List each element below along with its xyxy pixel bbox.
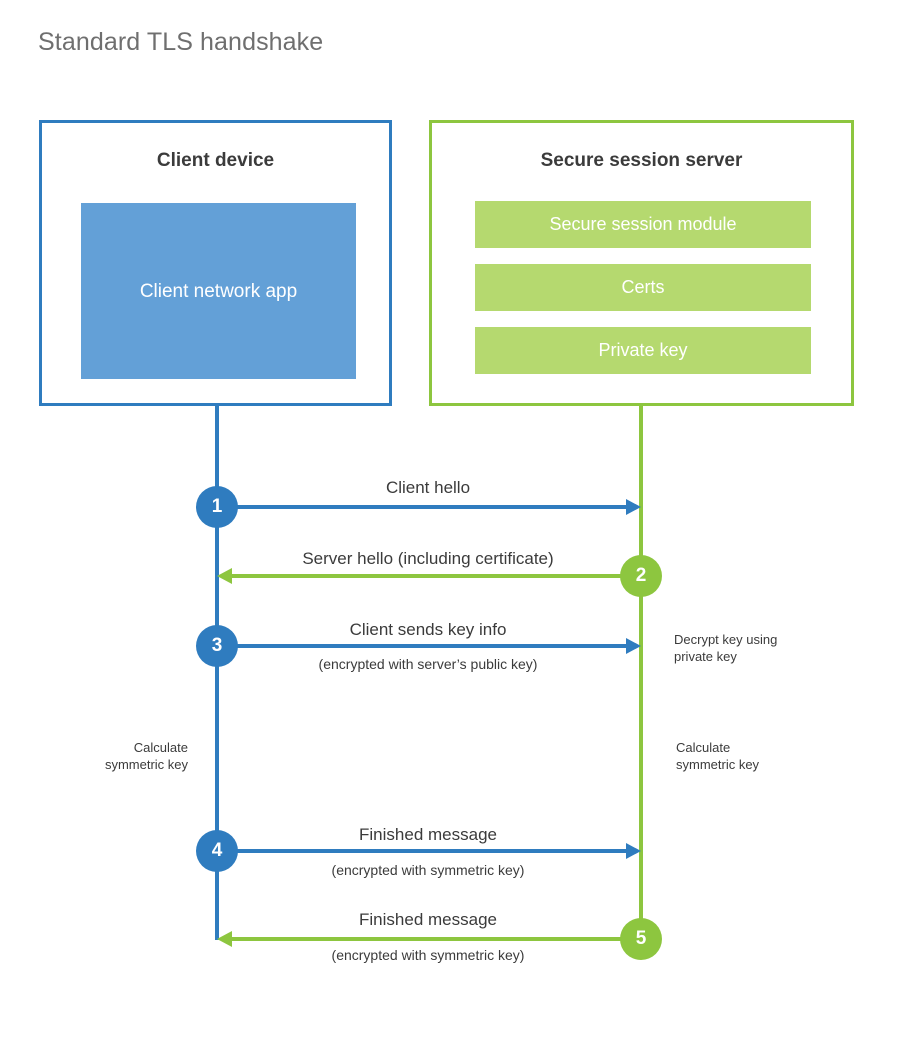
message-label-step-3: Client sends key info — [349, 620, 507, 639]
server-module-secure-session-module: Secure session module — [475, 201, 811, 248]
client-device-box: Client device Client network app — [39, 120, 392, 406]
arrow-step-4 — [217, 843, 641, 859]
note-calculate-symmetric-key-server: Calculate symmetric key — [676, 740, 760, 772]
step-circle-1[interactable]: 1 — [196, 486, 238, 528]
arrow-step-3 — [217, 638, 641, 654]
client-network-app-block: Client network app — [81, 203, 356, 379]
client-device-title: Client device — [156, 150, 275, 171]
note-decrypt-key: Decrypt key using private key — [674, 632, 778, 664]
message-sublabel-step-3: (encrypted with server’s public key) — [318, 656, 538, 672]
step-circle-4[interactable]: 4 — [196, 830, 238, 872]
secure-session-server-title: Secure session server — [540, 150, 743, 171]
message-sublabel-step-5: (encrypted with symmetric key) — [331, 947, 525, 963]
server-module-certs: Certs — [475, 264, 811, 311]
arrow-step-1 — [217, 499, 641, 515]
page-title: Standard TLS handshake — [38, 28, 324, 56]
arrow-step-5 — [217, 931, 641, 947]
step-circle-2[interactable]: 2 — [620, 555, 662, 597]
note-calculate-symmetric-key-client: Calculate symmetric key — [104, 740, 188, 772]
secure-session-server-box: Secure session server Secure session mod… — [429, 120, 854, 406]
message-sublabel-step-4: (encrypted with symmetric key) — [331, 862, 525, 878]
step-circle-5[interactable]: 5 — [620, 918, 662, 960]
message-label-step-2: Server hello (including certificate) — [302, 549, 554, 568]
message-label-step-1: Client hello — [385, 478, 471, 497]
arrow-step-2 — [217, 568, 641, 584]
message-label-step-5: Finished message — [359, 910, 497, 929]
server-lifeline — [639, 406, 643, 940]
message-label-step-4: Finished message — [359, 825, 497, 844]
server-module-private-key: Private key — [475, 327, 811, 374]
client-lifeline — [215, 406, 219, 940]
step-circle-3[interactable]: 3 — [196, 625, 238, 667]
